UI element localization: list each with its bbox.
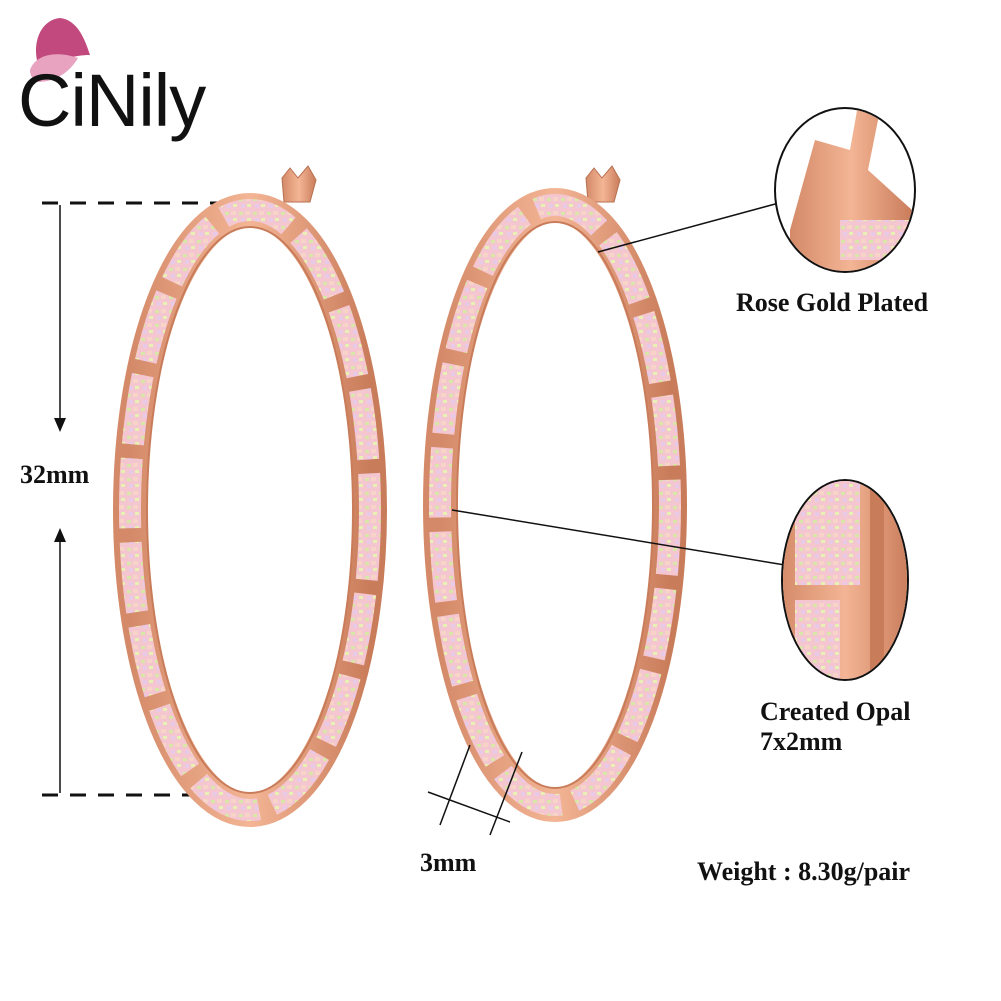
stone-leader-line <box>451 509 786 566</box>
butterfly-logo-icon <box>30 18 90 82</box>
plating-leader-line <box>597 199 791 253</box>
right-earring <box>423 165 687 822</box>
stone-label: Created Opal 7x2mm <box>760 697 910 757</box>
stone-type-text: Created Opal <box>760 697 911 726</box>
height-label: 32mm <box>20 460 90 489</box>
opal-detail-circle <box>781 479 909 681</box>
left-earring <box>113 165 387 827</box>
width-dimension <box>427 744 523 836</box>
brand-name: CiNily <box>18 59 206 142</box>
weight-label: Weight : 8.30g/pair <box>697 857 911 886</box>
clasp-detail-circle <box>774 107 916 273</box>
brand-logo: CiNily <box>0 0 300 160</box>
stone-size-text: 7x2mm <box>760 726 843 756</box>
plating-label: Rose Gold Plated <box>736 288 929 317</box>
width-label: 3mm <box>420 848 477 877</box>
